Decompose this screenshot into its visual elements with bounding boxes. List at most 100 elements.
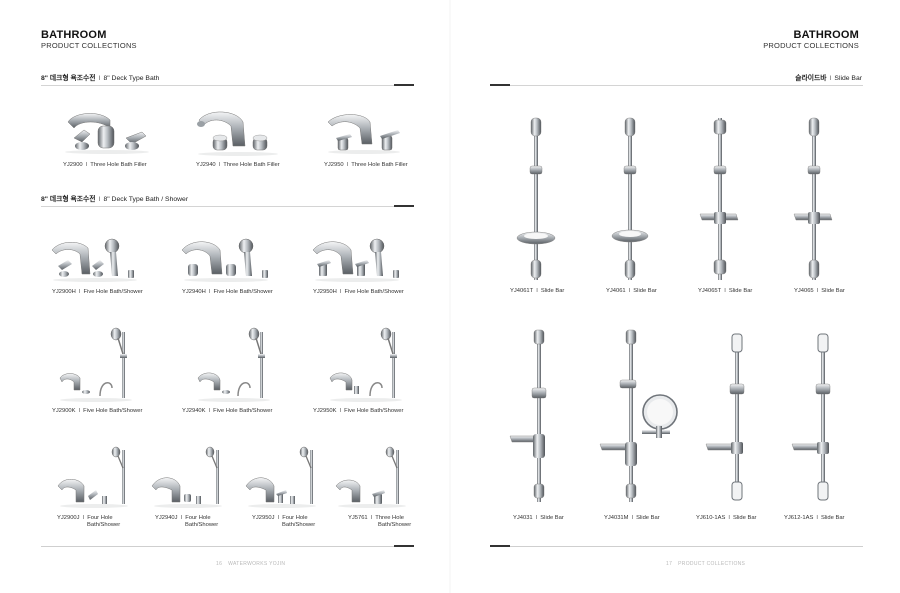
caption-sep: I [277,515,280,521]
product-image-yj2900j [56,446,132,510]
product-image-yj5761 [334,446,410,510]
product-code: YJ2900J [57,515,80,521]
product-code: YJ2900 [63,162,83,168]
product-image-yj2940h [180,236,272,284]
caption-sep: I [339,408,342,414]
caption-sep: I [370,515,373,521]
product-code: YJ2950J [252,515,275,521]
product-code: YJ2950 [324,162,344,168]
caption-sep: I [631,515,634,521]
product-code: YJ5761 [348,515,368,521]
product-code: YJ610-1AS [696,515,726,521]
product-code: YJ4061 [606,288,626,294]
caption-sep: I [535,515,538,521]
product-code: YJ4031 [513,515,533,521]
product-image-yj2950j [244,446,320,510]
caption-sep: I [218,162,221,168]
caption-sep: I [78,289,81,295]
product-image-yj4061 [608,114,652,284]
product-image-yj2900h [50,236,140,284]
product-code: YJ2900K [52,408,76,414]
product-desc: Four Hole [185,515,211,521]
product-image-yj4065t [698,114,742,284]
caption-sep: I [724,288,726,294]
product-desc: Three Hole Bath Filler [351,162,408,168]
footer-label: WATERWORKS YOJIN [228,561,286,567]
product-desc: Slide Bar [728,288,753,294]
section-en: Slide Bar [834,75,862,82]
page-number: 17 [666,561,673,567]
caption-sep: I [346,162,349,168]
section-en: 8" Deck Type Bath / Shower [103,196,189,203]
caption-sep: I [180,515,183,521]
section-en: 8" Deck Type Bath [103,75,160,82]
caption-sep: I [85,162,88,168]
product-desc: Slide Bar [636,515,660,521]
header-title-left: BATHROOM [41,29,107,41]
product-code: YJ2940K [182,408,206,414]
product-image-yj2950k [326,324,406,404]
caption-sep: I [78,408,81,414]
product-desc: Five Hole Bath/Shower [83,408,143,414]
product-desc-line2: Bath/Shower [87,522,121,528]
product-desc: Five Hole Bath/Shower [344,289,404,295]
product-desc: Five Hole Bath/Shower [213,289,273,295]
caption-sep: I [728,515,730,521]
product-desc-line2: Bath/Shower [185,522,219,528]
footer-rule [490,546,863,547]
product-image-yj2900k [56,324,136,404]
caption-sep: I [816,288,819,294]
product-image-yj612-1as [791,330,836,506]
product-code: YJ2950K [313,408,337,414]
section-ko: 8" 데크형 욕조수전 [41,75,96,82]
product-image-yj2900 [60,108,155,156]
product-desc: Three Hole Bath Filler [223,162,280,168]
product-code: YJ2940 [196,162,216,168]
caption-sep: I [208,289,211,295]
product-image-yj610-1as [705,330,750,506]
product-code: YJ4065 [794,288,814,294]
product-desc: Four Hole [87,515,113,521]
section-rule-mark [394,84,414,86]
product-desc: Five Hole Bath/Shower [83,289,143,295]
product-code: YJ2950H [313,289,337,295]
product-desc-line2: Bath/Shower [282,522,316,528]
product-code: YJ2900H [52,289,76,295]
header-subtitle-left: PRODUCT COLLECTIONS [41,41,137,50]
product-desc: Four Hole [282,515,308,521]
product-code: YJ2940H [182,289,206,295]
section-rule [41,85,414,86]
product-image-yj4065 [792,114,836,284]
caption-sep: I [208,408,211,414]
footer-rule-mark [394,545,414,547]
product-code: YJ612-1AS [784,515,814,521]
section-sep: I [829,75,832,82]
product-desc-line2: Bath/Shower [378,522,412,528]
product-code: YJ4031M [604,515,629,521]
page-gutter [449,0,451,593]
product-image-yj2950h [311,236,403,284]
section-rule-mark [394,205,414,207]
caption-sep: I [339,289,342,295]
left-page: BATHROOM PRODUCT COLLECTIONS 8" 데크형 욕조수전… [41,29,414,567]
product-desc: Three Hole Bath Filler [90,162,147,168]
product-code: YJ2940J [155,515,178,521]
footer-rule [41,546,414,547]
